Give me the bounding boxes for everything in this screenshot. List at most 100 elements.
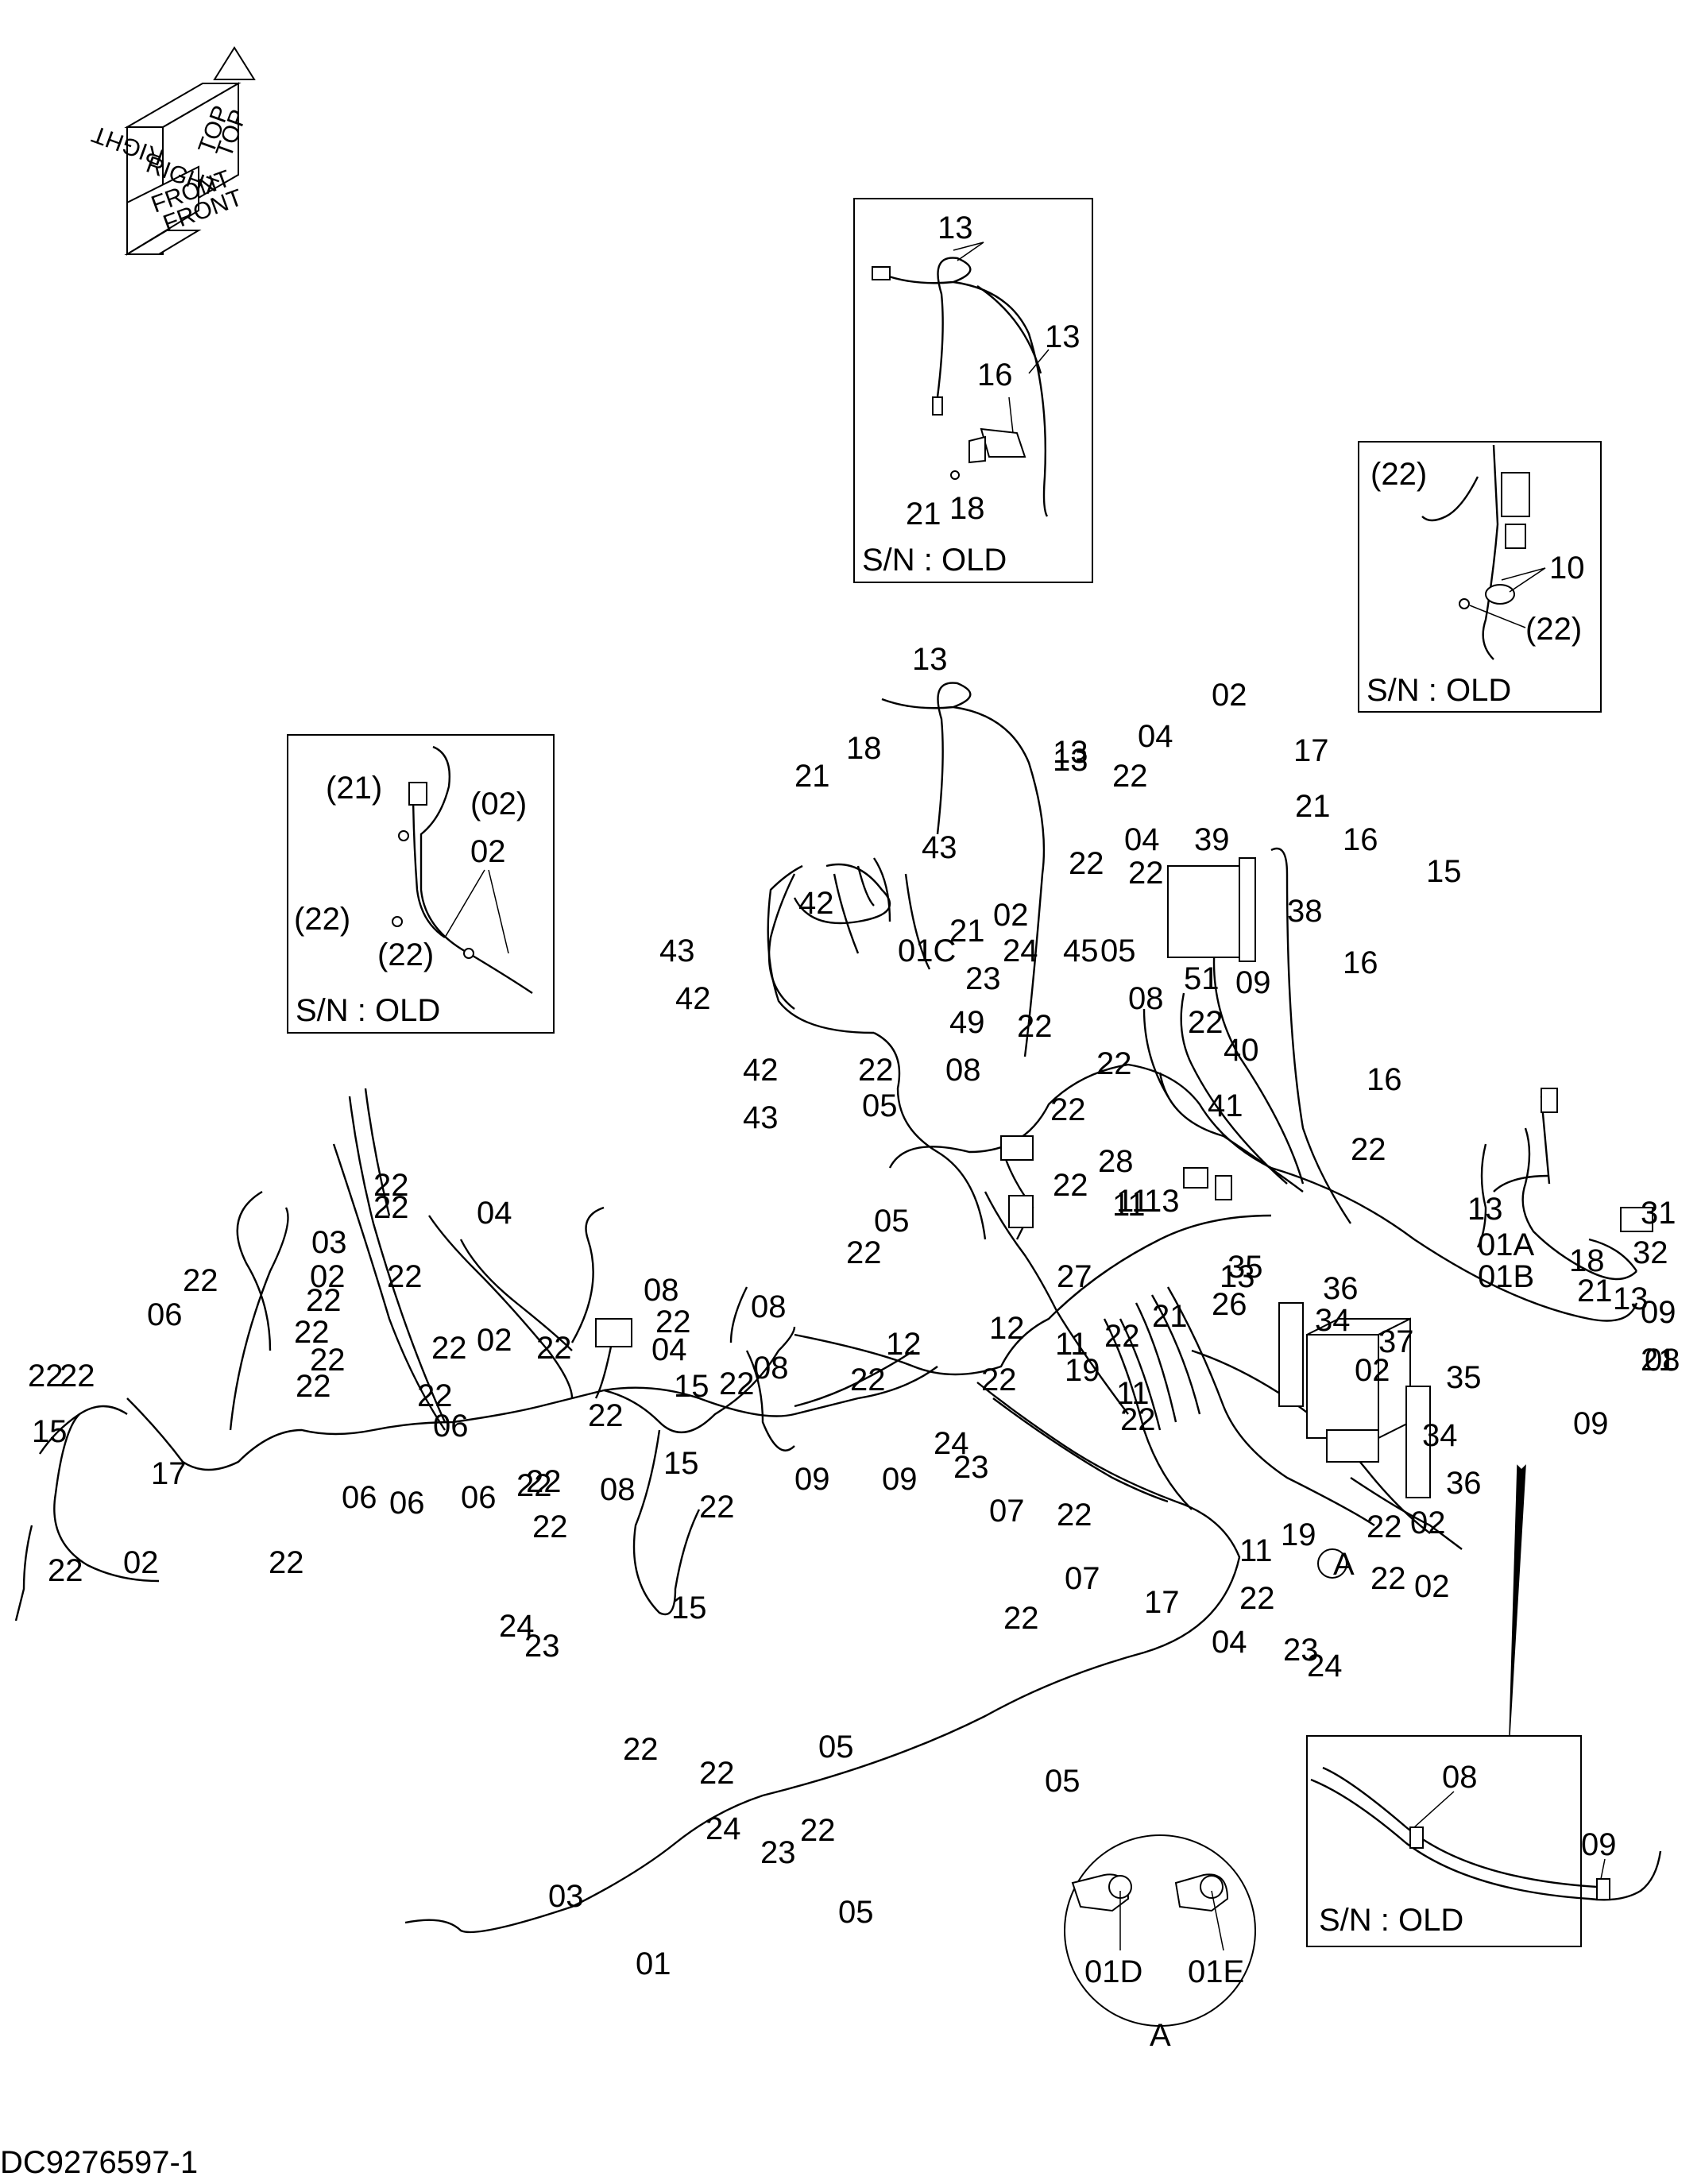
callout-label: 39 [1194,822,1230,857]
callout-label: 22 [183,1263,218,1298]
callout-label: 11 [1055,1327,1088,1362]
callout-label: 11 [1116,1184,1150,1219]
callout-label: 15 [671,1591,707,1625]
callout-label: 08 [600,1472,636,1507]
callout-label: 22 [1351,1132,1386,1167]
inset-left-callout-2: (02) [470,787,527,821]
inset-left-callout-1: (21) [326,771,382,806]
callout-label: 22 [1003,1601,1039,1636]
callout-label: 07 [989,1494,1025,1529]
harness-parts [595,857,1653,1579]
callout-label: 11 [1239,1533,1273,1568]
callout-label: 22 [431,1331,467,1366]
callout-label: 43 [922,830,957,865]
callout-label: 04 [651,1332,687,1367]
callout-label: 09 [1641,1295,1676,1330]
callout-label: 21 [1295,789,1331,824]
detail-a-callout-2: 01E [1188,1954,1244,1989]
callout-label: 22 [1367,1509,1402,1544]
callout-label: 22 [387,1259,423,1294]
callout-label: 02 [123,1545,159,1580]
callout-label: 22 [858,1053,894,1088]
callout-label: 21 [794,759,830,794]
callout-label: 22 [800,1813,836,1848]
inset-old-top: 13 13 16 21 18 S/N : OLD [853,198,1093,583]
callout-label: 22 [699,1490,735,1525]
callout-label: 23 [1283,1633,1319,1668]
inset-left-caption: S/N : OLD [296,993,440,1028]
callout-label: 15 [1426,854,1462,889]
callout-label: 03 [311,1225,347,1260]
inset-right-callout-2: 10 [1549,551,1585,586]
inset-bottom-callout-2: 09 [1581,1827,1617,1862]
inset-top-callout-2: 13 [1045,319,1081,354]
callout-label: 22 [1050,1092,1086,1127]
detail-a-caption: A [1150,2018,1171,2053]
callout-label: 35 [1227,1250,1263,1285]
inset-top-callout-4: 21 [906,497,941,532]
callout-label: 28 [1098,1144,1134,1179]
callout-label: 24 [1307,1649,1343,1683]
callout-label: 24 [934,1426,969,1461]
inset-top-callout-5: 18 [949,491,985,526]
callout-label: 22 [536,1331,572,1366]
callout-label: 01C [898,934,956,968]
callout-label: 13 [1053,743,1088,778]
callout-label: 22 [719,1366,755,1401]
callout-label: 06 [461,1480,497,1515]
callout-label: 04 [1212,1625,1247,1660]
callout-label: 22 [1370,1561,1406,1596]
callout-label: 11 [1112,1188,1146,1223]
callout-label: 22 [373,1190,409,1225]
callout-label: 22 [306,1283,342,1318]
relay-block [1167,865,1240,958]
inset-right-callout-3: (22) [1525,612,1582,647]
inset-old-bottom: 08 09 S/N : OLD [1306,1464,1662,1947]
callout-label: 43 [659,934,695,968]
callout-label: 02 [310,1259,346,1294]
inset-left-callout-3: 02 [470,834,506,869]
bracket-34 [1278,1302,1304,1407]
callout-label: 18 [846,731,882,766]
callout-label: 13 [1053,735,1088,770]
callout-label: 15 [674,1369,709,1404]
callout-label: 45 [1063,934,1099,968]
bracket-34b [1405,1386,1431,1498]
callout-label: 21 [1641,1343,1676,1378]
callout-label: 15 [663,1446,699,1481]
callout-label: 06 [433,1409,469,1444]
callout-label: 13 [1467,1192,1503,1227]
callout-label: 26 [1212,1287,1247,1322]
callout-label: 06 [342,1480,377,1515]
document-number: DC9276597-1 [0,2145,198,2180]
inset-right-callout-1: (22) [1370,457,1427,492]
callout-label: 42 [743,1053,779,1088]
callout-label: 22 [1188,1005,1224,1040]
callout-label: 06 [147,1297,183,1332]
callout-label: 22 [981,1363,1017,1397]
callout-label: 40 [1224,1033,1259,1068]
callout-label: 23 [965,961,1001,996]
callout-label: 12 [989,1311,1025,1346]
callout-label: 01B [1478,1259,1534,1294]
inset-top-callout-1: 13 [937,211,973,245]
callout-label: 08 [753,1351,789,1386]
callout-label: 41 [1208,1088,1243,1123]
callout-label: 36 [1323,1271,1359,1306]
detail-a: 01D 01E A [1064,1834,1256,2053]
callout-label: 23 [760,1835,796,1870]
callout-label: 18 [1569,1243,1605,1278]
inset-bottom-callout-1: 08 [1442,1760,1478,1795]
callout-label: 01 [636,1946,671,1981]
callout-label: 13 [912,642,948,677]
callout-label: 22 [623,1732,659,1767]
callout-label: 22 [1053,1168,1088,1203]
callout-label: 05 [1045,1764,1081,1799]
callout-label: 03 [548,1879,584,1914]
callout-label: 04 [477,1196,512,1231]
callout-label: 22 [588,1398,624,1433]
callout-label: 31 [1641,1196,1676,1231]
callout-label: 22 [1096,1046,1132,1081]
